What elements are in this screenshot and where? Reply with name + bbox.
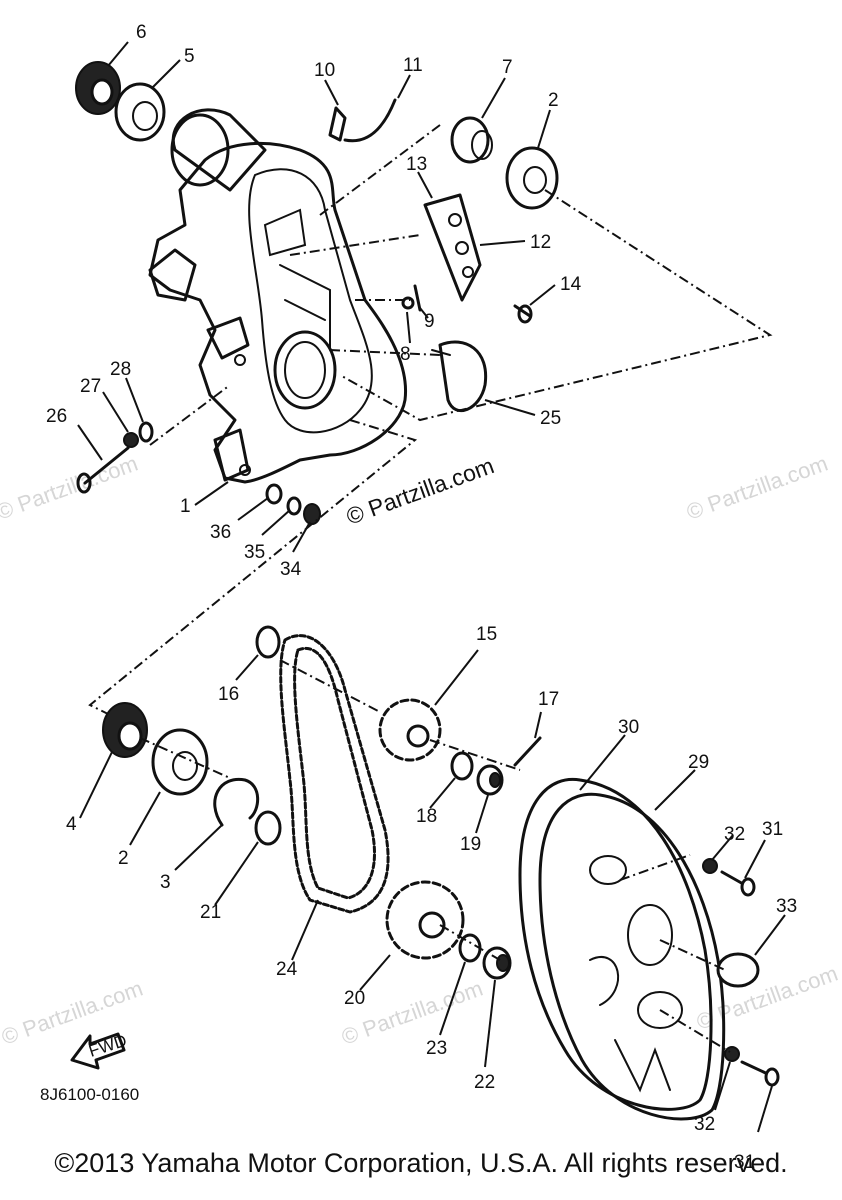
callout-13: 13 <box>406 154 427 175</box>
part-10-sensor <box>328 106 347 142</box>
watermark-left-top: © Partzilla.com <box>0 451 141 525</box>
part-11-hose <box>343 98 397 143</box>
part-8-washer <box>401 296 415 310</box>
callout-14: 14 <box>560 274 582 295</box>
watermark-center-bottom: © Partzilla.com <box>338 976 486 1050</box>
part-16-bushing <box>255 625 281 659</box>
part-17-cotter-pin <box>513 736 542 767</box>
callout-leaders <box>77 41 786 1133</box>
part-7-spacer <box>450 116 493 164</box>
diagram-code: 8J6100-0160 <box>40 1085 139 1104</box>
callout-22: 22 <box>474 1072 495 1093</box>
part-33-cap <box>716 952 760 988</box>
alignment-lines-upper <box>88 124 773 716</box>
callout-26: 26 <box>46 406 67 427</box>
part-12-13-tensioner-plate <box>423 193 482 302</box>
callout-20: 20 <box>344 988 365 1009</box>
part-31-bolt-upper <box>720 870 756 897</box>
part-25-cap <box>431 340 488 413</box>
part-36-washer <box>265 483 283 505</box>
callout-10: 10 <box>314 60 335 81</box>
callout-17: 17 <box>538 689 559 710</box>
part-3-circlip <box>213 777 260 827</box>
watermark-right-bottom: © Partzilla.com <box>693 961 841 1035</box>
part-26-bolt <box>76 446 130 494</box>
forward-arrow-icon: FWD <box>70 1031 129 1070</box>
part-5-bearing <box>114 82 166 142</box>
part-24-chain <box>279 634 390 914</box>
callout-31-lower: 31 <box>734 1152 755 1173</box>
callout-1: 1 <box>180 496 191 517</box>
watermark-main: © Partzilla.com <box>343 452 498 529</box>
callout-7: 7 <box>502 57 513 78</box>
callout-15: 15 <box>476 624 497 645</box>
callout-3: 3 <box>160 872 171 893</box>
callout-21: 21 <box>200 902 221 923</box>
callout-36: 36 <box>210 522 231 543</box>
part-6-bearing <box>75 61 121 115</box>
part-9-bolt <box>413 284 422 312</box>
callout-19: 19 <box>460 834 481 855</box>
callout-18: 18 <box>416 806 437 827</box>
callout-24: 24 <box>276 959 298 980</box>
watermark-right-top: © Partzilla.com <box>683 451 831 525</box>
callout-34: 34 <box>280 559 302 580</box>
part-4-bearing <box>102 702 148 758</box>
part-29-cover <box>538 792 726 1121</box>
callout-27: 27 <box>80 376 101 397</box>
callout-23: 23 <box>426 1038 447 1059</box>
callout-32-upper: 32 <box>724 824 745 845</box>
part-18-washer <box>450 751 474 781</box>
part-31-bolt-lower <box>740 1060 780 1087</box>
part-28-washer <box>138 421 154 443</box>
part-14-bolt <box>513 304 533 324</box>
part-30-gasket <box>518 777 713 1111</box>
chaincase-housing <box>148 108 408 484</box>
part-19-nut <box>476 764 504 796</box>
callout-31-upper: 31 <box>762 819 783 840</box>
callout-9: 9 <box>424 311 435 332</box>
alignment-lines-lower <box>139 659 731 1053</box>
copyright-notice: ©2013 Yamaha Motor Corporation, U.S.A. A… <box>54 1148 788 1178</box>
callout-11: 11 <box>403 55 423 76</box>
part-20-driven-sprocket <box>385 880 465 960</box>
callout-29: 29 <box>688 752 709 773</box>
callout-6: 6 <box>136 22 147 43</box>
callout-30: 30 <box>618 717 639 738</box>
callout-2-upper: 2 <box>548 90 559 111</box>
part-27-nut <box>123 432 139 448</box>
callout-32-lower: 32 <box>694 1114 715 1135</box>
part-15-drive-sprocket <box>378 698 442 762</box>
part-34-nut <box>303 503 321 525</box>
part-32-washer-upper <box>702 858 718 874</box>
callout-16: 16 <box>218 684 239 705</box>
callout-25: 25 <box>540 408 561 429</box>
callout-4: 4 <box>66 814 77 835</box>
callout-28: 28 <box>110 359 131 380</box>
part-21-spacer <box>254 810 282 846</box>
part-32-washer-lower <box>724 1046 740 1062</box>
callout-35: 35 <box>244 542 265 563</box>
callout-5: 5 <box>184 46 195 67</box>
part-2-bearing-upper <box>505 146 559 210</box>
part-35-washer <box>286 496 302 516</box>
callout-numbers: 6 5 10 11 7 2 13 12 14 9 8 25 26 27 28 1… <box>46 22 797 1173</box>
callout-33: 33 <box>776 896 797 917</box>
callout-2-lower: 2 <box>118 848 129 869</box>
callout-12: 12 <box>530 232 551 253</box>
part-2-bearing-lower <box>151 728 209 796</box>
part-22-nut <box>482 946 512 980</box>
callout-8: 8 <box>400 344 411 365</box>
